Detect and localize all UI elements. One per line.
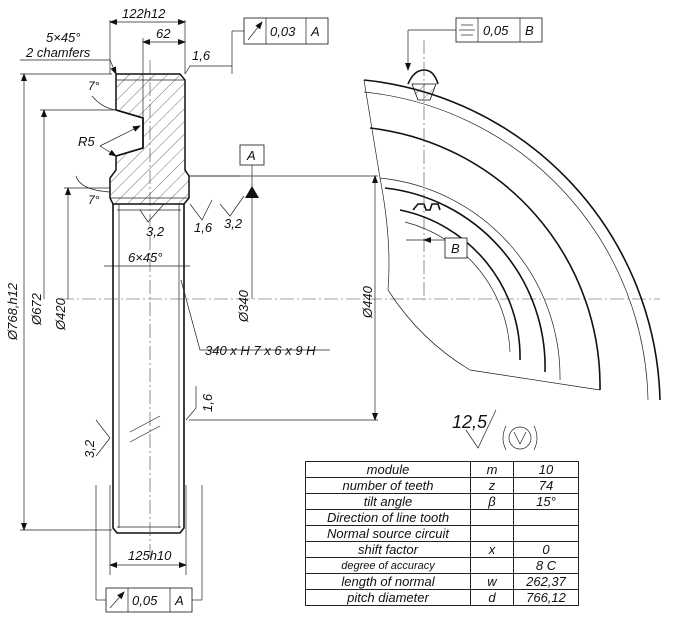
bore-body <box>112 204 185 534</box>
hub-section <box>109 73 190 205</box>
dim-width-inner: 62 <box>156 26 171 41</box>
param-name: pitch diameter <box>305 589 471 606</box>
param-name: module <box>305 461 471 478</box>
roughness-general: 12,5 <box>452 412 488 432</box>
symmetry-value: 0,05 <box>483 23 509 38</box>
roughness-bore: 3,2 <box>82 439 97 458</box>
param-value <box>513 509 579 526</box>
dim-chamfer-top: 5×45° <box>46 30 80 45</box>
param-symbol: β <box>470 493 514 510</box>
datum-a-label: A <box>246 148 256 163</box>
dim-chamfer-bore: 6×45° <box>128 250 162 265</box>
symmetry-datum: B <box>525 23 534 38</box>
param-symbol: z <box>470 477 514 494</box>
roughness-left-datum: 1,6 <box>194 220 213 235</box>
section-view: 122h12 62 5×45° 2 chamfers Ø768,h12 Ø672… <box>5 6 660 613</box>
roughness-top: 1,6 <box>192 48 211 63</box>
param-value: 8 C <box>513 557 579 574</box>
param-symbol: x <box>470 541 514 558</box>
dim-dia-340: Ø340 <box>236 289 251 323</box>
table-row: Normal source circuit <box>305 525 579 542</box>
table-row: degree of accuracy 8 C <box>305 557 579 574</box>
roughness-hub: 3,2 <box>146 224 165 239</box>
dim-angle-bottom: 7° <box>88 193 100 207</box>
runout-top-datum: A <box>310 24 320 39</box>
general-roughness: 12,5 <box>452 409 538 451</box>
runout-frame-bottom: 0,05 A <box>95 485 203 613</box>
param-value: 766,12 <box>513 589 579 606</box>
dim-angle-top: 7° <box>88 79 100 93</box>
dim-dia-420: Ø420 <box>53 297 68 331</box>
param-name: Direction of line tooth <box>305 509 471 526</box>
param-name: tilt angle <box>305 493 471 510</box>
gear-fragment-view: B 0,05 B 12,5 <box>363 17 661 451</box>
param-value: 10 <box>513 461 579 478</box>
roughness-right: 1,6 <box>200 393 215 412</box>
param-value: 74 <box>513 477 579 494</box>
param-symbol <box>470 509 514 526</box>
symmetry-frame: 0,05 B <box>405 17 543 71</box>
roughness-right-datum: 3,2 <box>224 216 243 231</box>
runout-bottom-datum: A <box>174 593 184 608</box>
param-value: 15° <box>513 493 579 510</box>
param-value: 0 <box>513 541 579 558</box>
param-name: length of normal <box>305 573 471 590</box>
dim-dia-672: Ø672 <box>29 292 44 326</box>
param-name: degree of accuracy <box>305 557 471 574</box>
param-symbol <box>470 525 514 542</box>
param-symbol: d <box>470 589 514 606</box>
param-name: shift factor <box>305 541 471 558</box>
runout-bottom-value: 0,05 <box>132 593 158 608</box>
dim-width-top: 122h12 <box>122 6 166 21</box>
roughness-marks: 1,6 3,2 1,6 3,2 3,2 1,6 <box>82 48 245 458</box>
table-row: Direction of line tooth <box>305 509 579 526</box>
dim-dia-440: Ø440 <box>360 285 375 319</box>
dim-spline: 340 x H 7 x 6 x 9 H <box>205 343 316 358</box>
dim-width-bottom: 125h10 <box>128 548 172 563</box>
param-name: Normal source circuit <box>305 525 471 542</box>
param-symbol: w <box>470 573 514 590</box>
dim-chamfer-note: 2 chamfers <box>25 45 91 60</box>
param-symbol: m <box>470 461 514 478</box>
runout-frame-top: 0,03 A <box>231 17 329 74</box>
dim-dia-outer: Ø768,h12 <box>5 282 20 341</box>
param-value: 262,37 <box>513 573 579 590</box>
dim-radius: R5 <box>78 134 95 149</box>
param-value <box>513 525 579 542</box>
datum-b-label: B <box>451 241 460 256</box>
param-symbol <box>470 557 514 574</box>
param-name: number of teeth <box>305 477 471 494</box>
runout-top-value: 0,03 <box>270 24 296 39</box>
